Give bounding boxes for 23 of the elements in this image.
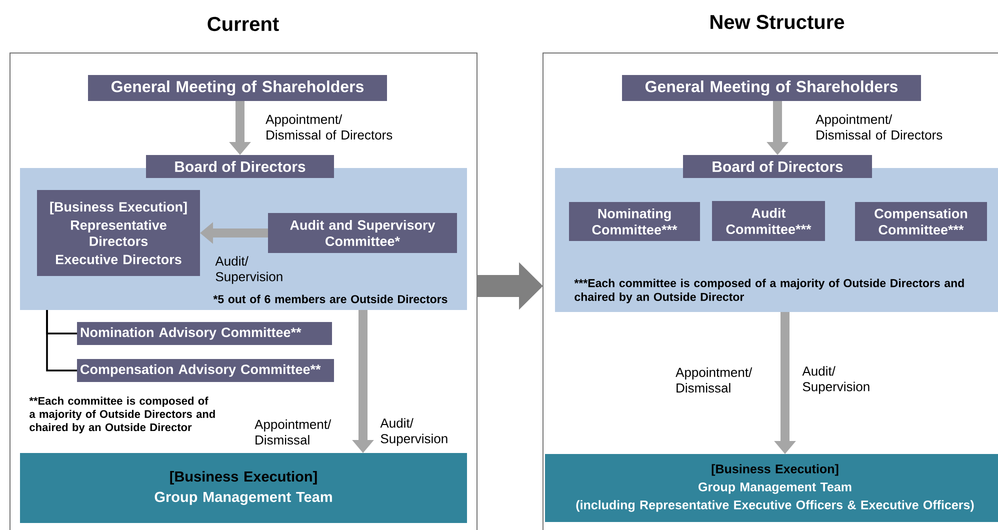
edge-label: Appointment/ Dismissal <box>254 419 332 445</box>
committee-box: Nominating Committee*** <box>569 202 700 241</box>
committee-box: [Business Execution] Representative Directors Executive Directors <box>37 190 200 276</box>
committee-box: General Meeting of Shareholders <box>88 75 387 101</box>
edge-label: Appointment/ Dismissal of Directors <box>816 114 942 140</box>
edge-label: Appointment/ Dismissal <box>676 367 752 393</box>
footnote: **Each committee is composed of a majority of Outside Directors and chaired by an Outside Director <box>29 396 215 434</box>
arrow-label: Audit/ Supervision <box>215 256 282 284</box>
committee-box: Compensation Advisory Committee** <box>77 359 334 382</box>
management-box: [Business Execution] Group Management Team <box>20 453 467 523</box>
management-box: [Business Execution] Group Management Team (including Representative Executive Officers & Executive Officers) <box>545 454 998 522</box>
node-label: New Structure <box>710 14 844 30</box>
node-label: Current <box>208 16 279 32</box>
connector-line <box>46 310 77 372</box>
footnote: ***Each committee is composed of a majority of Outside Directors and chaired by an Outside Director <box>574 278 964 304</box>
committee-box: Audit and Supervisory Committee* <box>268 213 457 253</box>
committee-box: Compensation Committee*** <box>855 202 987 241</box>
arrow-label: Audit/ Supervision <box>802 366 870 394</box>
committee-box: Nomination Advisory Committee** <box>77 322 332 345</box>
committee-box: Audit Committee*** <box>712 201 826 241</box>
edge-label: Appointment/ Dismissal of Directors <box>266 114 392 140</box>
committee-box: General Meeting of Shareholders <box>622 75 921 101</box>
footnote: *5 out of 6 members are Outside Directors <box>213 294 448 304</box>
